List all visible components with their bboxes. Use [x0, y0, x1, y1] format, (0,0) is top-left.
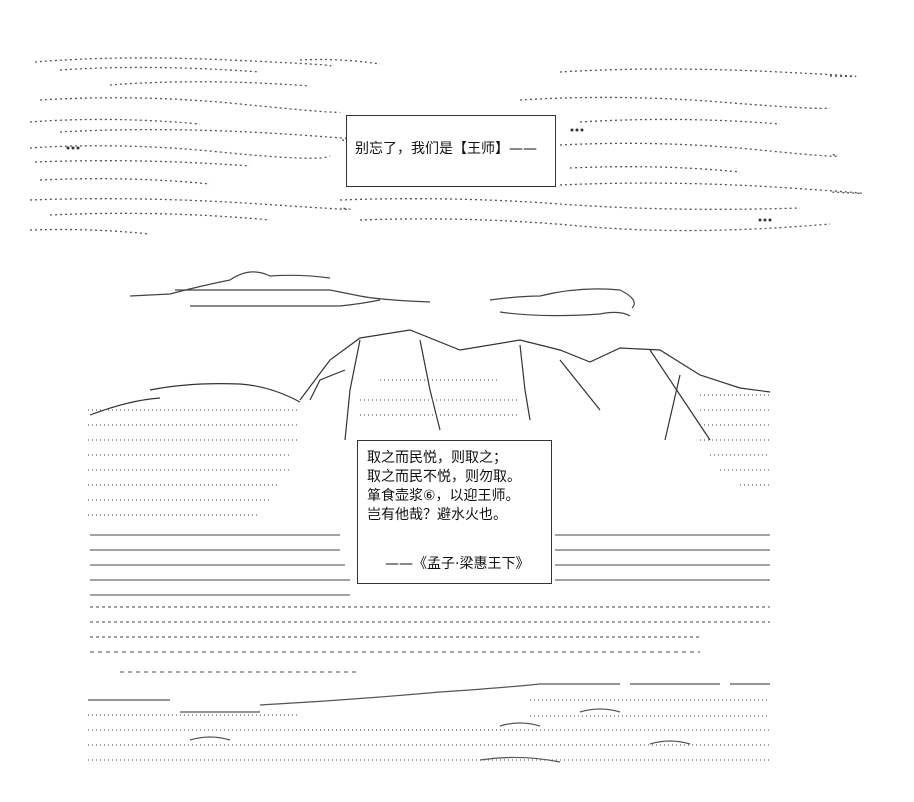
quote-body: 取之而民悦，则取之； 取之而民不悦，则勿取。 箪食壶浆⑥，以迎王师。 岂有他哉？… [367, 449, 521, 525]
quote-line: 箪食壶浆⑥，以迎王师。 [367, 488, 520, 504]
quote-line: 取之而民悦，则取之； [367, 450, 507, 466]
cloud-bank [129, 271, 635, 317]
quote-line: 岂有他哉？避水火也。 [367, 507, 507, 523]
fields [88, 379, 770, 516]
quote-line: 取之而民不悦，则勿取。 [367, 469, 521, 485]
caption-text: 别忘了，我们是【王师】—— [355, 141, 537, 157]
forest [90, 534, 770, 673]
quote-box: 取之而民悦，则取之； 取之而民不悦，则勿取。 箪食壶浆⑥，以迎王师。 岂有他哉？… [357, 440, 552, 584]
river-dots [88, 699, 770, 761]
ellipsis-marks [66, 128, 772, 222]
quote-citation: ——《孟子·梁惠王下》 [385, 556, 530, 572]
river [88, 683, 770, 763]
caption-box-top: 别忘了，我们是【王师】—— [346, 115, 556, 187]
mountains [89, 329, 771, 441]
